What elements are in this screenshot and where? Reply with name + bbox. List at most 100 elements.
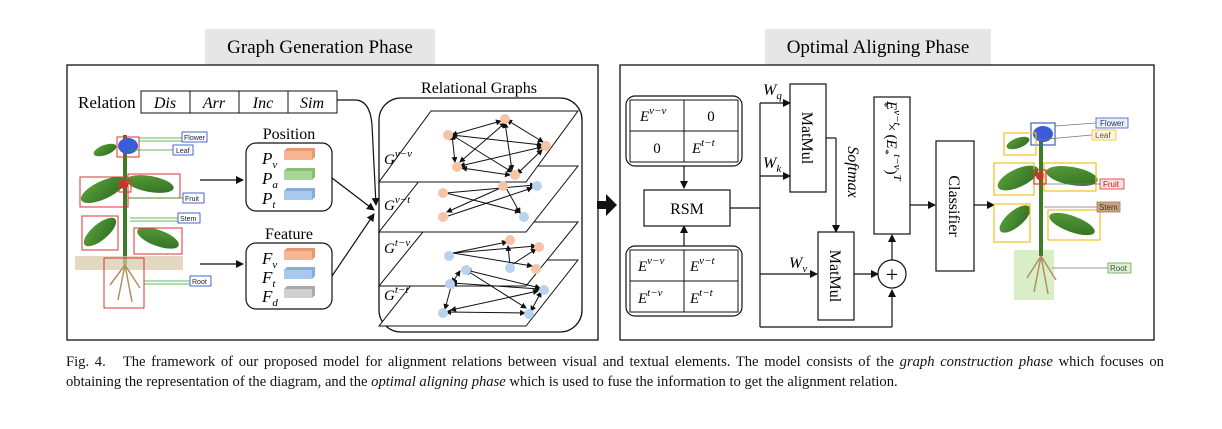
matrix-top: Ev−v 0 0 Et−t bbox=[625, 95, 743, 167]
formula-box bbox=[873, 96, 911, 235]
matmul-top-box bbox=[789, 83, 827, 193]
weight-wv: Wv bbox=[789, 255, 807, 275]
caption-text: which is used to fuse the information to… bbox=[505, 373, 898, 390]
svg-text:Ev−v: Ev−v bbox=[639, 105, 666, 125]
svg-text:Gv−t: Gv−t bbox=[384, 194, 411, 214]
graph-generation-title: Graph Generation Phase bbox=[227, 37, 413, 58]
graph-node bbox=[531, 264, 541, 274]
graph-node bbox=[534, 242, 544, 252]
graph-node bbox=[500, 114, 510, 124]
position-title: Position bbox=[263, 126, 315, 143]
rsm-label: RSM bbox=[670, 201, 704, 218]
graph-generation-title-box bbox=[205, 29, 435, 65]
graph-node bbox=[519, 212, 529, 222]
svg-text:Gt−v: Gt−v bbox=[384, 237, 410, 257]
graph-vt bbox=[438, 181, 542, 222]
phase-transition-arrow bbox=[597, 194, 617, 216]
graph-node bbox=[539, 285, 549, 295]
svg-text:0: 0 bbox=[707, 109, 715, 125]
arrow-feature-to-graphs bbox=[331, 213, 375, 277]
svg-text:0: 0 bbox=[653, 141, 661, 157]
graph-node bbox=[443, 130, 453, 140]
optimal-aligning-title: Optimal Aligning Phase bbox=[787, 37, 970, 58]
classifier-label: Classifier bbox=[945, 175, 962, 237]
relation-type: Sim bbox=[300, 95, 324, 112]
matmul-bottom-box bbox=[817, 231, 855, 321]
figure-caption: Fig. 4. The framework of our proposed mo… bbox=[66, 353, 1164, 392]
softmax-label: Softmax bbox=[844, 146, 861, 198]
svg-text:Et−v: Et−v bbox=[637, 287, 663, 307]
matmul-bottom-label: MatMul bbox=[826, 250, 843, 303]
weight-wk: Wk bbox=[763, 155, 782, 175]
feature-title: Feature bbox=[265, 226, 313, 243]
svg-text:Gt−t: Gt−t bbox=[384, 284, 409, 304]
plant-image-right: Flower Leaf Fruit Stem Root bbox=[993, 117, 1132, 300]
plant-label: Flower bbox=[1100, 119, 1124, 128]
graph-node bbox=[541, 141, 551, 151]
feature-items: Fv Ft Fd bbox=[261, 248, 315, 309]
caption-emphasis: optimal aligning phase bbox=[371, 373, 506, 390]
graph-node bbox=[438, 308, 448, 318]
relation-types: Dis Arr Inc Sim bbox=[140, 90, 338, 114]
svg-text:Et−t: Et−t bbox=[691, 137, 716, 157]
plant-label: Flower bbox=[184, 135, 206, 142]
relation-type: Inc bbox=[252, 95, 273, 112]
graph-labels: Gv−v Gv−t Gt−v Gt−t bbox=[384, 148, 412, 304]
plant-label: Leaf bbox=[176, 148, 190, 155]
graph-node bbox=[438, 212, 448, 222]
graph-node bbox=[461, 265, 471, 275]
relation-type: Arr bbox=[202, 95, 226, 112]
weight-wq: Wq bbox=[763, 82, 782, 102]
plant-label: Stem bbox=[1099, 203, 1118, 212]
plant-label: Stem bbox=[180, 216, 197, 223]
position-bar bbox=[284, 151, 312, 160]
relation-type: Dis bbox=[153, 95, 176, 112]
graph-node bbox=[452, 162, 462, 172]
arrow-position-to-graphs bbox=[331, 177, 375, 211]
plant-label: Leaf bbox=[1095, 131, 1111, 140]
formula-text: Ev−t*×(E*t−v)T bbox=[878, 100, 903, 182]
graph-node bbox=[498, 181, 508, 191]
graph-node bbox=[505, 235, 515, 245]
plant-image-left: Flower Leaf Fruit Stem Root bbox=[75, 131, 212, 309]
matrix-bottom: Ev−v Ev−t Et−v Et−t bbox=[625, 245, 743, 317]
plant-label: Fruit bbox=[185, 196, 199, 203]
feature-bar bbox=[284, 270, 312, 279]
svg-text:Et−t: Et−t bbox=[689, 287, 714, 307]
graph-node bbox=[510, 170, 520, 180]
graph-node bbox=[524, 309, 534, 319]
graph-tt bbox=[438, 265, 549, 319]
relational-graphs-title: Relational Graphs bbox=[421, 80, 537, 97]
relation-arrow bbox=[337, 99, 380, 206]
graph-node bbox=[505, 263, 515, 273]
position-items: Pv Pa Pt bbox=[261, 148, 315, 211]
relation-label: Relation bbox=[78, 93, 136, 112]
graph-node bbox=[438, 188, 448, 198]
svg-text:Ft: Ft bbox=[261, 268, 276, 290]
svg-text:Fv: Fv bbox=[261, 249, 277, 271]
optimal-aligning-frame bbox=[619, 64, 1155, 341]
svg-text:Pt: Pt bbox=[261, 189, 276, 211]
caption-text: The framework of our proposed model for … bbox=[122, 354, 900, 370]
svg-text:Pv: Pv bbox=[261, 149, 277, 171]
plant-label: Root bbox=[192, 279, 207, 286]
svg-text:Ev−t: Ev−t bbox=[689, 255, 715, 275]
feature-bar bbox=[284, 289, 312, 298]
plus-symbol: + bbox=[886, 262, 898, 287]
svg-text:Gv−v: Gv−v bbox=[384, 148, 412, 168]
caption-fig-number: Fig. 4. bbox=[66, 354, 106, 370]
position-bar bbox=[284, 191, 312, 200]
framework-diagram: Graph Generation Phase Optimal Aligning … bbox=[66, 29, 1155, 341]
graph-vv bbox=[443, 114, 551, 180]
position-bar bbox=[284, 171, 312, 180]
graph-node bbox=[445, 279, 455, 289]
graph-node bbox=[444, 251, 454, 261]
optimal-aligning-title-box bbox=[765, 29, 991, 65]
caption-text: which focuses on obtaining the represent… bbox=[66, 354, 1164, 390]
svg-text:Fd: Fd bbox=[261, 287, 278, 309]
matmul-top-label: MatMul bbox=[798, 112, 815, 165]
plant-label: Fruit bbox=[1103, 180, 1120, 189]
classifier-box bbox=[935, 140, 975, 272]
feature-bar bbox=[284, 251, 312, 260]
caption-emphasis: graph construction phase bbox=[899, 354, 1053, 370]
